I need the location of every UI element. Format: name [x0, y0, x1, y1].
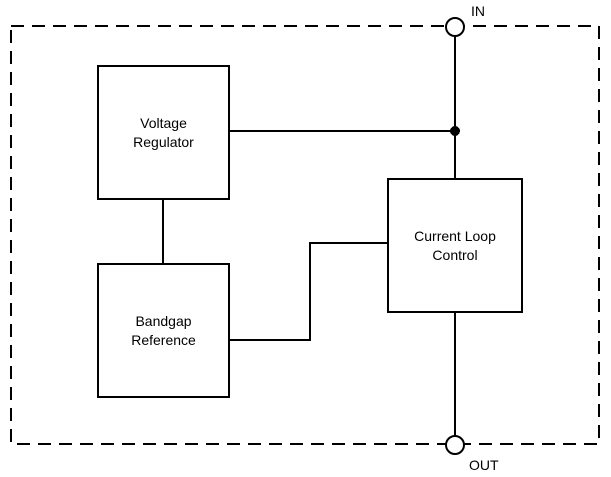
out-terminal-label: OUT — [469, 457, 499, 473]
out-terminal — [445, 435, 465, 455]
current-loop-control-block: Current Loop Control — [387, 178, 523, 313]
bandgap-reference-label: Bandgap Reference — [131, 313, 196, 348]
in-terminal-label: IN — [471, 3, 485, 19]
voltage-regulator-label: Voltage Regulator — [133, 115, 194, 150]
junction-dot — [450, 126, 460, 136]
in-terminal — [445, 17, 465, 37]
chip-boundary — [10, 25, 600, 445]
bandgap-reference-block: Bandgap Reference — [97, 263, 230, 398]
current-loop-control-label: Current Loop Control — [414, 228, 496, 263]
voltage-regulator-block: Voltage Regulator — [97, 65, 230, 200]
